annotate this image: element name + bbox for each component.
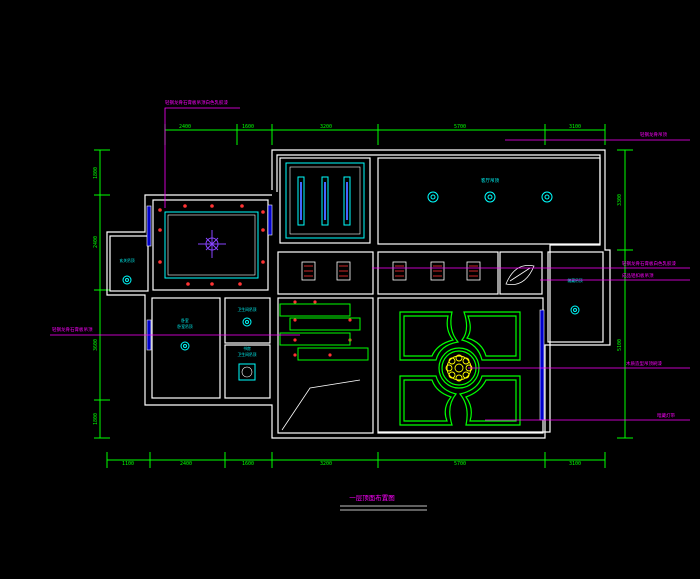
bottom-dimension-chain [106, 452, 606, 468]
leaf-lamp-icon [505, 265, 535, 285]
dim-top-2: 1600 [242, 124, 254, 130]
title-underline [340, 505, 427, 511]
top-dimension-labels: 2400 1600 3200 5700 3100 [179, 124, 581, 130]
dim-top-1: 2400 [179, 124, 191, 130]
dim-bottom-4: 3200 [320, 461, 332, 467]
bath-vent-fixture [238, 363, 256, 381]
room-label-store: 储藏吊顶 [567, 278, 582, 283]
left-dimension-chain [94, 149, 110, 439]
room-label-bath2: 卫生间吊顶 [238, 352, 257, 357]
dim-bottom-1: 1100 [122, 461, 134, 467]
room-label-bath1: 卫生间吊顶 [238, 307, 257, 312]
room-label-small1: 卧室 [181, 318, 189, 323]
staircase [279, 303, 369, 431]
note-left-1: 轻钢龙骨石膏板吊顶 [52, 326, 93, 333]
dim-bottom-6: 3100 [569, 461, 581, 467]
note-top-left: 轻钢龙骨石膏板吊顶白色乳胶漆 [165, 99, 228, 106]
dim-top-4: 5700 [454, 124, 466, 130]
dim-right-2: 5100 [617, 339, 623, 351]
bedroom-ceiling-lights [427, 191, 553, 203]
bath-fixtures [301, 261, 535, 285]
room-label-small2: 书房 [243, 346, 251, 351]
dim-bottom-5: 5700 [454, 461, 466, 467]
room-label-bedroom: 卧室吊顶 [177, 324, 192, 329]
room-label-living: 客厅吊顶 [481, 177, 499, 184]
bottom-dimension-labels: 1100 2400 1600 3200 5700 3100 [122, 461, 581, 467]
dim-right-1: 3300 [617, 194, 623, 206]
downlight-dots [158, 204, 352, 357]
building-walls [106, 149, 611, 439]
annotation-leaders [50, 107, 690, 421]
right-dimension-labels: 3300 5100 [617, 194, 623, 351]
dim-left-2: 2400 [93, 236, 99, 248]
note-right-2: 成品铝扣板吊顶 [622, 272, 654, 279]
dim-left-1: 1800 [93, 167, 99, 179]
annotation-texts: 轻钢龙骨石膏板吊顶白色乳胶漆 轻钢龙骨吊顶 轻钢龙骨石膏板白色乳胶漆 成品铝扣板… [52, 99, 676, 419]
drawing-title: 一层顶面布置图 [349, 493, 395, 502]
note-right-3: 木质造型吊顶刷漆 [626, 360, 662, 367]
right-dimension-chain [617, 149, 633, 439]
strip-light-panel [285, 162, 365, 239]
room-label-entry: 玄关吊顶 [119, 258, 134, 263]
note-right-1: 轻钢龙骨石膏板白色乳胶漆 [622, 260, 676, 267]
dim-top-5: 3100 [569, 124, 581, 130]
dim-left-4: 1800 [93, 413, 99, 425]
living-room-feature-ceiling [399, 311, 521, 426]
dim-left-3: 3600 [93, 339, 99, 351]
small-room-lights [122, 275, 580, 351]
top-dimension-chain [164, 124, 606, 145]
dim-top-3: 3200 [320, 124, 332, 130]
left-dimension-labels: 1800 2400 3600 1800 [93, 167, 99, 425]
entry-ceiling-feature [164, 211, 259, 279]
dim-bottom-3: 1600 [242, 461, 254, 467]
note-top-right: 轻钢龙骨吊顶 [640, 131, 667, 138]
dim-bottom-2: 2400 [180, 461, 192, 467]
note-right-4: 暗藏灯带 [657, 412, 675, 419]
